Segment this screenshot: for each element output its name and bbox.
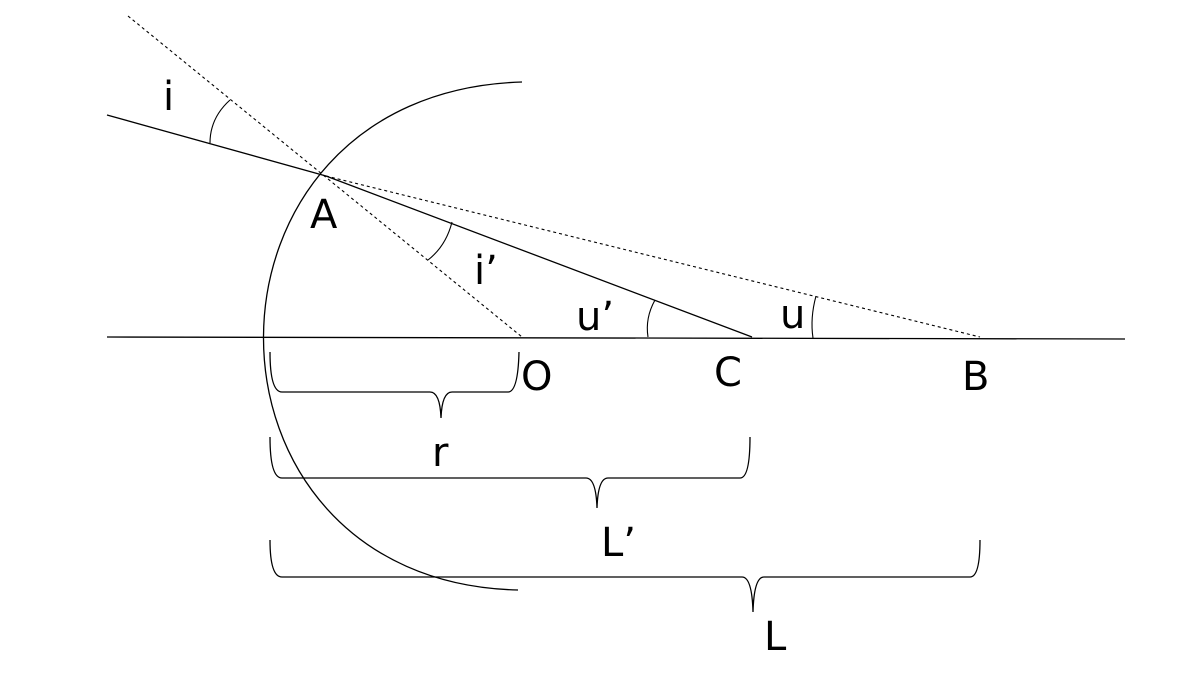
angle-u-prime-arc	[646, 299, 656, 338]
label-i-prime: i’	[474, 248, 498, 294]
optical-axis	[106, 336, 1126, 340]
label-O: O	[521, 354, 552, 400]
label-L-prime: L’	[601, 520, 636, 566]
incident-ray	[106, 114, 327, 177]
label-i: i	[163, 74, 174, 120]
label-L: L	[764, 614, 787, 660]
angle-i-prime-arc	[427, 221, 453, 261]
label-r: r	[432, 430, 449, 476]
label-C: C	[714, 350, 742, 396]
incident-ray-extension	[325, 175, 981, 338]
label-B: B	[962, 354, 989, 400]
angle-i-arc	[209, 99, 231, 144]
label-u-prime: u’	[576, 294, 614, 340]
normal-line	[127, 15, 523, 338]
brace-L	[269, 539, 981, 613]
brace-r	[269, 351, 520, 419]
label-u: u	[780, 292, 805, 338]
brace-L-prime	[269, 436, 751, 509]
spherical-surface	[263, 81, 523, 591]
refracted-ray	[325, 175, 753, 338]
label-A: A	[310, 192, 338, 238]
angle-u-arc	[811, 295, 817, 339]
